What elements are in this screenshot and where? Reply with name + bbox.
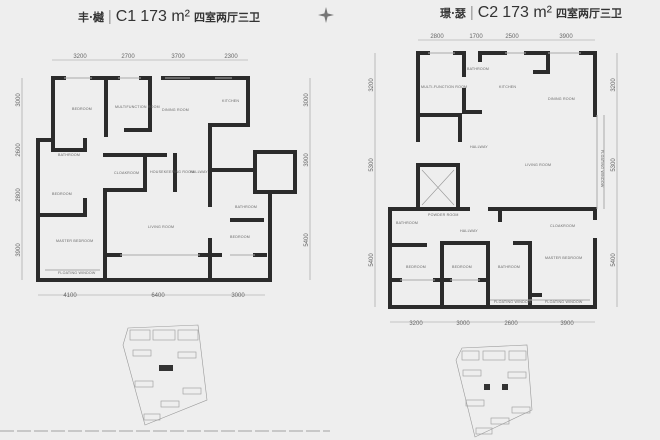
compass-rose-icon [318, 7, 334, 23]
separator: | [469, 4, 474, 21]
room-label: BEDROOM [230, 235, 250, 239]
plan-c2-dimensions: 2800 1700 2500 3900 3200 3000 2600 3900 … [369, 34, 618, 327]
site-key-plan-c1 [122, 324, 208, 426]
room-label: LIVING ROOM [148, 225, 174, 229]
site-key-plan-c2 [455, 344, 533, 438]
dimension-label: 3200 [73, 54, 87, 60]
room-label: CLOAKROOM [550, 224, 575, 228]
room-label: BATHROOM [498, 265, 520, 269]
dimension-label: 3900 [304, 153, 310, 167]
dimension-label: 2500 [505, 34, 519, 40]
dimension-label: 3900 [16, 243, 22, 257]
room-label: LIVING ROOM [525, 163, 551, 167]
plan-c1-dimensions: 3200 2700 3700 2300 4100 6400 3000 3000 … [16, 54, 311, 299]
plan-c2-walls [388, 51, 605, 309]
room-label: HALLWAY [190, 170, 208, 174]
plan-area: 173 m² [140, 8, 190, 25]
room-label: BEDROOM [52, 192, 72, 196]
dimension-label: 2600 [16, 143, 22, 157]
room-label: DINING ROOM [548, 97, 575, 101]
room-label: HALLWAY [460, 229, 478, 233]
plan-code: C2 [477, 4, 499, 21]
room-label: MASTER BEDROOM [545, 256, 582, 260]
dimension-label: 2700 [121, 54, 135, 60]
plan-name: 丰·樾 [78, 11, 104, 24]
room-label: MULTIFUNCTION ROOM [115, 105, 160, 109]
dimension-label: 5400 [304, 233, 310, 247]
dimension-label: 3000 [456, 321, 470, 327]
dimension-label: 3200 [611, 78, 617, 92]
room-label: BATHROOM [235, 205, 257, 209]
plan-c2-room-labels: BATHROOM MULTI-FUNCTION ROOM KITCHEN DIN… [396, 67, 604, 304]
dimension-label: 2600 [504, 321, 518, 327]
dimension-label: 3700 [171, 54, 185, 60]
dimension-label: 5300 [611, 158, 617, 172]
separator: | [107, 8, 112, 25]
room-label: FLOATING WINDOW [600, 150, 604, 188]
dimension-label: 3900 [560, 321, 574, 327]
dimension-label: 5300 [369, 158, 375, 172]
dimension-label: 2800 [16, 188, 22, 202]
plan-layout: 四室两厅三卫 [194, 12, 260, 24]
dimension-label: 4100 [63, 293, 77, 299]
dimension-label: 5400 [369, 253, 375, 267]
plan-c1-title: 丰·樾 | C1 173 m² 四室两厅三卫 [78, 8, 260, 26]
room-label: MASTER BEDROOM [56, 239, 93, 243]
room-label: BATHROOM [396, 221, 418, 225]
plan-code: C1 [115, 8, 137, 25]
plan-layout: 四室两厅三卫 [556, 8, 622, 20]
dimension-label: 3200 [369, 78, 375, 92]
plan-c1-room-labels: BEDROOM MULTIFUNCTION ROOM DINING ROOM K… [52, 99, 257, 275]
plan-area: 173 m² [502, 4, 552, 21]
room-label: BEDROOM [452, 265, 472, 269]
room-label: KITCHEN [499, 85, 516, 89]
room-label: FLOATING WINDOW [58, 271, 96, 275]
dimension-label: 5400 [611, 253, 617, 267]
room-label: HOUSEKEEPING ROOM [150, 170, 194, 174]
room-label: BATHROOM [58, 153, 80, 157]
dimension-label: 3200 [409, 321, 423, 327]
room-label: FLOATING WINDOW [545, 300, 583, 304]
room-label: BATHROOM [467, 67, 489, 71]
dimension-label: 6400 [151, 293, 165, 299]
room-label: FLOATING WINDOW [494, 300, 532, 304]
plan-name: 璟·瑟 [440, 7, 466, 20]
dimension-label: 3000 [16, 93, 22, 107]
room-label: MULTI-FUNCTION ROOM [421, 85, 467, 89]
dimension-label: 2300 [224, 54, 238, 60]
room-label: POWDER ROOM [428, 213, 459, 217]
plan-c2-title: 璟·瑟 | C2 173 m² 四室两厅三卫 [440, 4, 622, 22]
room-label: HALLWAY [470, 145, 488, 149]
dimension-label: 1700 [469, 34, 483, 40]
room-label: DINING ROOM [162, 108, 189, 112]
plan-c1-walls [36, 76, 297, 282]
dimension-label: 3000 [231, 293, 245, 299]
room-label: KITCHEN [222, 99, 239, 103]
dimension-label: 3900 [559, 34, 573, 40]
room-label: CLOAKROOM [114, 171, 139, 175]
room-label: BEDROOM [72, 107, 92, 111]
dimension-label: 2800 [430, 34, 444, 40]
room-label: BEDROOM [406, 265, 426, 269]
dimension-label: 3000 [304, 93, 310, 107]
